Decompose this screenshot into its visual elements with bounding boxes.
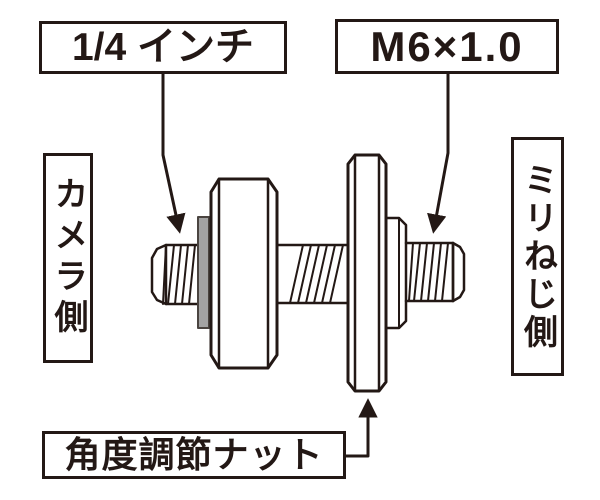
knob-facet-lines — [217, 177, 270, 370]
left-stud-threads — [162, 244, 196, 305]
angle-adjustment-nut — [346, 153, 388, 393]
nut-outline — [346, 153, 388, 393]
collar — [384, 216, 408, 330]
label-quarter-inch: 1/4 インチ — [39, 21, 287, 74]
right-stud-end-cap — [451, 241, 466, 303]
label-milli-screw-side: ミリねじ側 — [511, 137, 564, 376]
quarter-inch-threaded-stud — [150, 243, 201, 306]
m6-threaded-stud — [404, 241, 466, 303]
label-angle-adjust-nut: 角度調節ナット — [42, 431, 346, 479]
collar-outline — [384, 216, 408, 330]
label-m6-thread: M6×1.0 — [335, 19, 559, 74]
leader-angle-nut — [344, 398, 378, 458]
right-stud-threads — [408, 242, 449, 302]
leader-quarter-inch — [161, 72, 186, 234]
leader-m6 — [427, 72, 450, 234]
label-camera-side: カメラ側 — [43, 153, 93, 363]
middle-threaded-shaft — [275, 243, 350, 305]
nut-facet-lines — [353, 153, 381, 393]
round-knob — [209, 177, 279, 370]
middle-shaft-outline — [275, 243, 350, 305]
gray-washer — [197, 216, 210, 329]
middle-shaft-threads — [289, 244, 344, 304]
